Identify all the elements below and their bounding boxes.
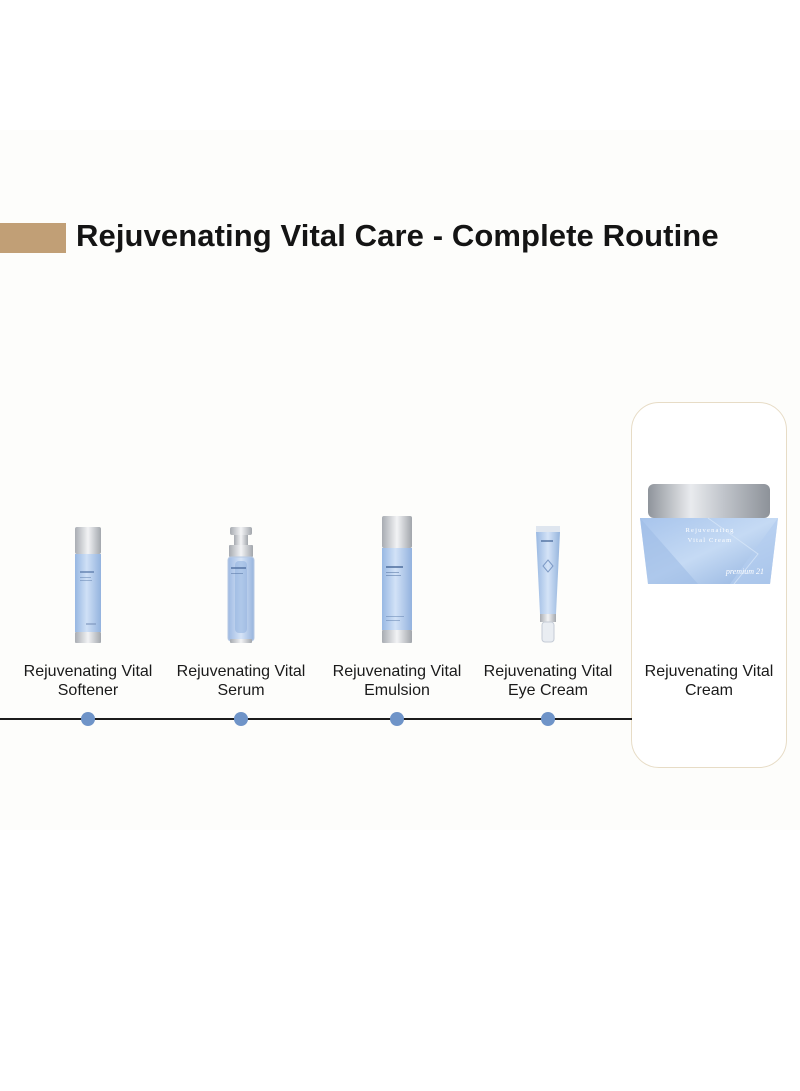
product-serum[interactable]	[226, 527, 256, 645]
timeline-dot-emulsion[interactable]	[390, 712, 404, 726]
product-softener[interactable]	[74, 527, 102, 643]
label-line2: Eye Cream	[507, 682, 589, 699]
highlighted-product-card[interactable]	[631, 402, 787, 768]
product-eye-cream[interactable]	[535, 526, 561, 644]
label-line1: Rejuvenating Vital	[644, 663, 774, 680]
label-line2: Emulsion	[364, 682, 430, 699]
label-line1: Rejuvenating Vital	[23, 663, 153, 680]
title-accent-bar	[0, 223, 66, 253]
label-cream: Rejuvenating Vital Cream	[634, 662, 784, 700]
label-line2: Softener	[57, 682, 119, 699]
label-line1: Rejuvenating Vital	[176, 663, 306, 680]
cream-jar-icon: Rejuvenating Vital Cream premium 21	[640, 484, 778, 585]
label-softener: Rejuvenating Vital Softener	[13, 662, 163, 700]
timeline-dot-softener[interactable]	[81, 712, 95, 726]
label-eye-cream: Rejuvenating Vital Eye Cream	[473, 662, 623, 700]
timeline-dot-serum[interactable]	[234, 712, 248, 726]
routine-timeline	[0, 718, 632, 720]
jar-text-line1: Rejuvenating	[685, 527, 734, 534]
jar-text-line2: Vital Cream	[688, 537, 733, 544]
emulsion-bottle-icon	[382, 516, 412, 643]
label-line1: Rejuvenating Vital	[332, 663, 462, 680]
serum-pump-bottle-icon	[227, 527, 255, 643]
eye-cream-tube-icon	[536, 526, 560, 643]
timeline-dot-eye-cream[interactable]	[541, 712, 555, 726]
label-line2: Serum	[217, 682, 265, 699]
label-emulsion: Rejuvenating Vital Emulsion	[322, 662, 472, 700]
label-serum: Rejuvenating Vital Serum	[166, 662, 316, 700]
label-line1: Rejuvenating Vital	[483, 663, 613, 680]
product-emulsion[interactable]	[381, 516, 413, 644]
jar-script-text: premium 21	[725, 567, 764, 576]
label-line2: Cream	[684, 682, 733, 699]
softener-bottle-icon	[75, 527, 101, 643]
page-title: Rejuvenating Vital Care - Complete Routi…	[76, 218, 719, 253]
product-cream[interactable]: Rejuvenating Vital Cream premium 21	[638, 480, 780, 586]
